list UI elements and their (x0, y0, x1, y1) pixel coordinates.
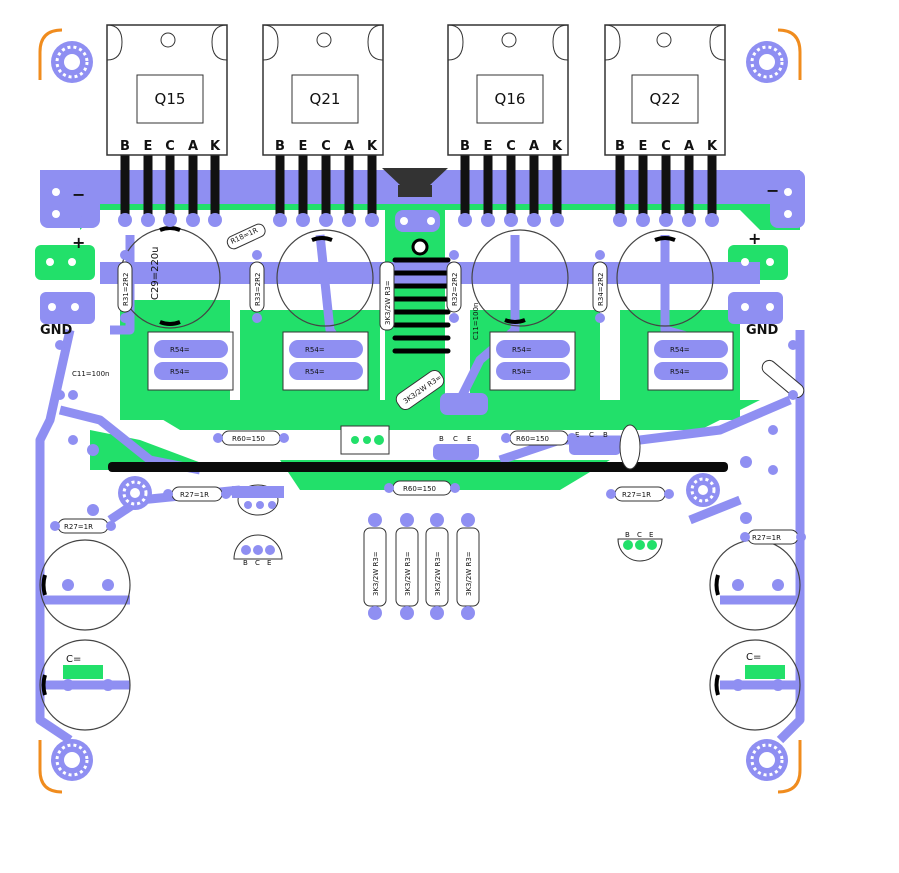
resistor-label: R60=150 (403, 485, 436, 493)
thermal-pads (118, 473, 720, 510)
transistor-q22: Q22 B E C A K (604, 24, 726, 156)
capacitor-label: C11=100n (472, 303, 480, 340)
pin-label: K (552, 139, 563, 154)
resistor-label: R34=2R2 (597, 273, 605, 306)
pin-label: A (684, 139, 694, 154)
transistor-q21: Q21 B E C A K (262, 24, 384, 156)
pin-label: B (275, 139, 285, 154)
resistor-label: R27=1R (752, 534, 781, 542)
resistor-label: 3K3/2W R3= (372, 551, 380, 596)
pin-label: B (460, 139, 470, 154)
capacitor-polarity-bars (41, 226, 720, 696)
pin-label: E (484, 139, 493, 154)
pin-label: C (453, 435, 458, 443)
pin-label: K (210, 139, 221, 154)
transistor-q16: Q16 B E C A K (447, 24, 569, 156)
pin-label: A (344, 139, 354, 154)
plus-label: + (72, 233, 85, 252)
pin-label: B (243, 559, 248, 567)
resistor-label: 3K3/2W R3= (384, 280, 392, 325)
mount-hole-top-left (51, 41, 93, 83)
pin-label: K (367, 139, 378, 154)
pin-label: E (575, 431, 579, 439)
bias-resistor-array: 3K3/2W R3= 3K3/2W R3= 3K3/2W R3= 3K3/2W … (363, 261, 480, 620)
pin-label: C (661, 139, 671, 154)
pin-label: C (321, 139, 331, 154)
mount-hole-bottom-left (51, 739, 93, 781)
transistor-lead-pads (118, 213, 719, 227)
resistor-label: R33=2R2 (254, 273, 262, 306)
pin-label: C (589, 431, 594, 439)
capacitor-labels: C29=220u C11=100n C11=100n C= C= (63, 246, 785, 679)
pin-label: B (603, 431, 608, 439)
small-transistors: B C E B C E B C E E C B (232, 424, 663, 567)
resistor-label: R32=2R2 (451, 273, 459, 306)
pin-label: E (639, 139, 648, 154)
base-resistors: R31=2R2 R33=2R2 R32=2R2 R34=2R2 R18=1R (117, 223, 608, 313)
pin-label: K (707, 139, 718, 154)
mount-hole-top-right (746, 41, 788, 83)
resistor-label: R54= (670, 368, 690, 376)
gnd-label: GND (40, 323, 73, 338)
resistor-label: R60=150 (232, 435, 265, 443)
resistor-label: R60=150 (516, 435, 549, 443)
resistor-label: R54= (305, 368, 325, 376)
pin-label: A (529, 139, 539, 154)
pin-label: E (267, 559, 271, 567)
gnd-label: GND (746, 323, 779, 338)
transistor-q22-label: Q22 (650, 90, 681, 108)
resistor-label: R27=1R (64, 523, 93, 531)
heatsink-bar (108, 462, 728, 472)
resistor-label: R54= (170, 368, 190, 376)
output-inductor (392, 210, 451, 354)
corner-brackets (38, 28, 802, 794)
resistor-label: 3K3/2W R3= (404, 551, 412, 596)
pin-label: E (649, 531, 653, 539)
pin-label: E (467, 435, 471, 443)
transistor-q21-label: Q21 (310, 90, 341, 108)
capacitor-label: C11=100n (72, 370, 109, 378)
pin-label: B (120, 139, 130, 154)
pin-label: C (506, 139, 516, 154)
capacitor-label: C= (66, 654, 81, 665)
resistor-label: 3K3/2W R3= (434, 551, 442, 596)
speaker-icon (382, 168, 448, 197)
resistor-label: R54= (170, 346, 190, 354)
pin-label: E (299, 139, 308, 154)
mounting-holes (51, 41, 788, 781)
emitter-resistors: R54= R54= R54= R54= R54= R54= R54= R54= (147, 331, 734, 391)
pin-label: B (439, 435, 444, 443)
transistor-q16-label: Q16 (495, 90, 526, 108)
transistor-q15-label: Q15 (155, 90, 186, 108)
transistor-q15: Q15 B E C A K (106, 24, 228, 156)
mount-hole-bottom-right (746, 739, 788, 781)
resistor-label: 3K3/2W R3= (465, 551, 473, 596)
resistor-label: R54= (512, 346, 532, 354)
resistor-label: R54= (670, 346, 690, 354)
resistor-label: R54= (512, 368, 532, 376)
pin-label: B (625, 531, 630, 539)
resistor-label: R31=2R2 (122, 273, 130, 306)
capacitor-label: C= (746, 652, 761, 663)
power-terminals: − + GND − + GND (40, 181, 792, 338)
minus-label: − (766, 181, 779, 200)
pin-label: E (144, 139, 153, 154)
minus-label: − (72, 185, 85, 204)
resistor-label: R27=1R (622, 491, 651, 499)
pin-label: C (255, 559, 260, 567)
pin-label: C (637, 531, 642, 539)
resistor-label: R54= (305, 346, 325, 354)
component-pads (50, 250, 806, 691)
plus-label: + (748, 229, 761, 248)
pin-label: B (615, 139, 625, 154)
pin-label: C (165, 139, 175, 154)
capacitor-label: C29=220u (150, 246, 161, 300)
pin-label: A (188, 139, 198, 154)
transistor-leads (120, 150, 717, 220)
resistor-label: R27=1R (180, 491, 209, 499)
